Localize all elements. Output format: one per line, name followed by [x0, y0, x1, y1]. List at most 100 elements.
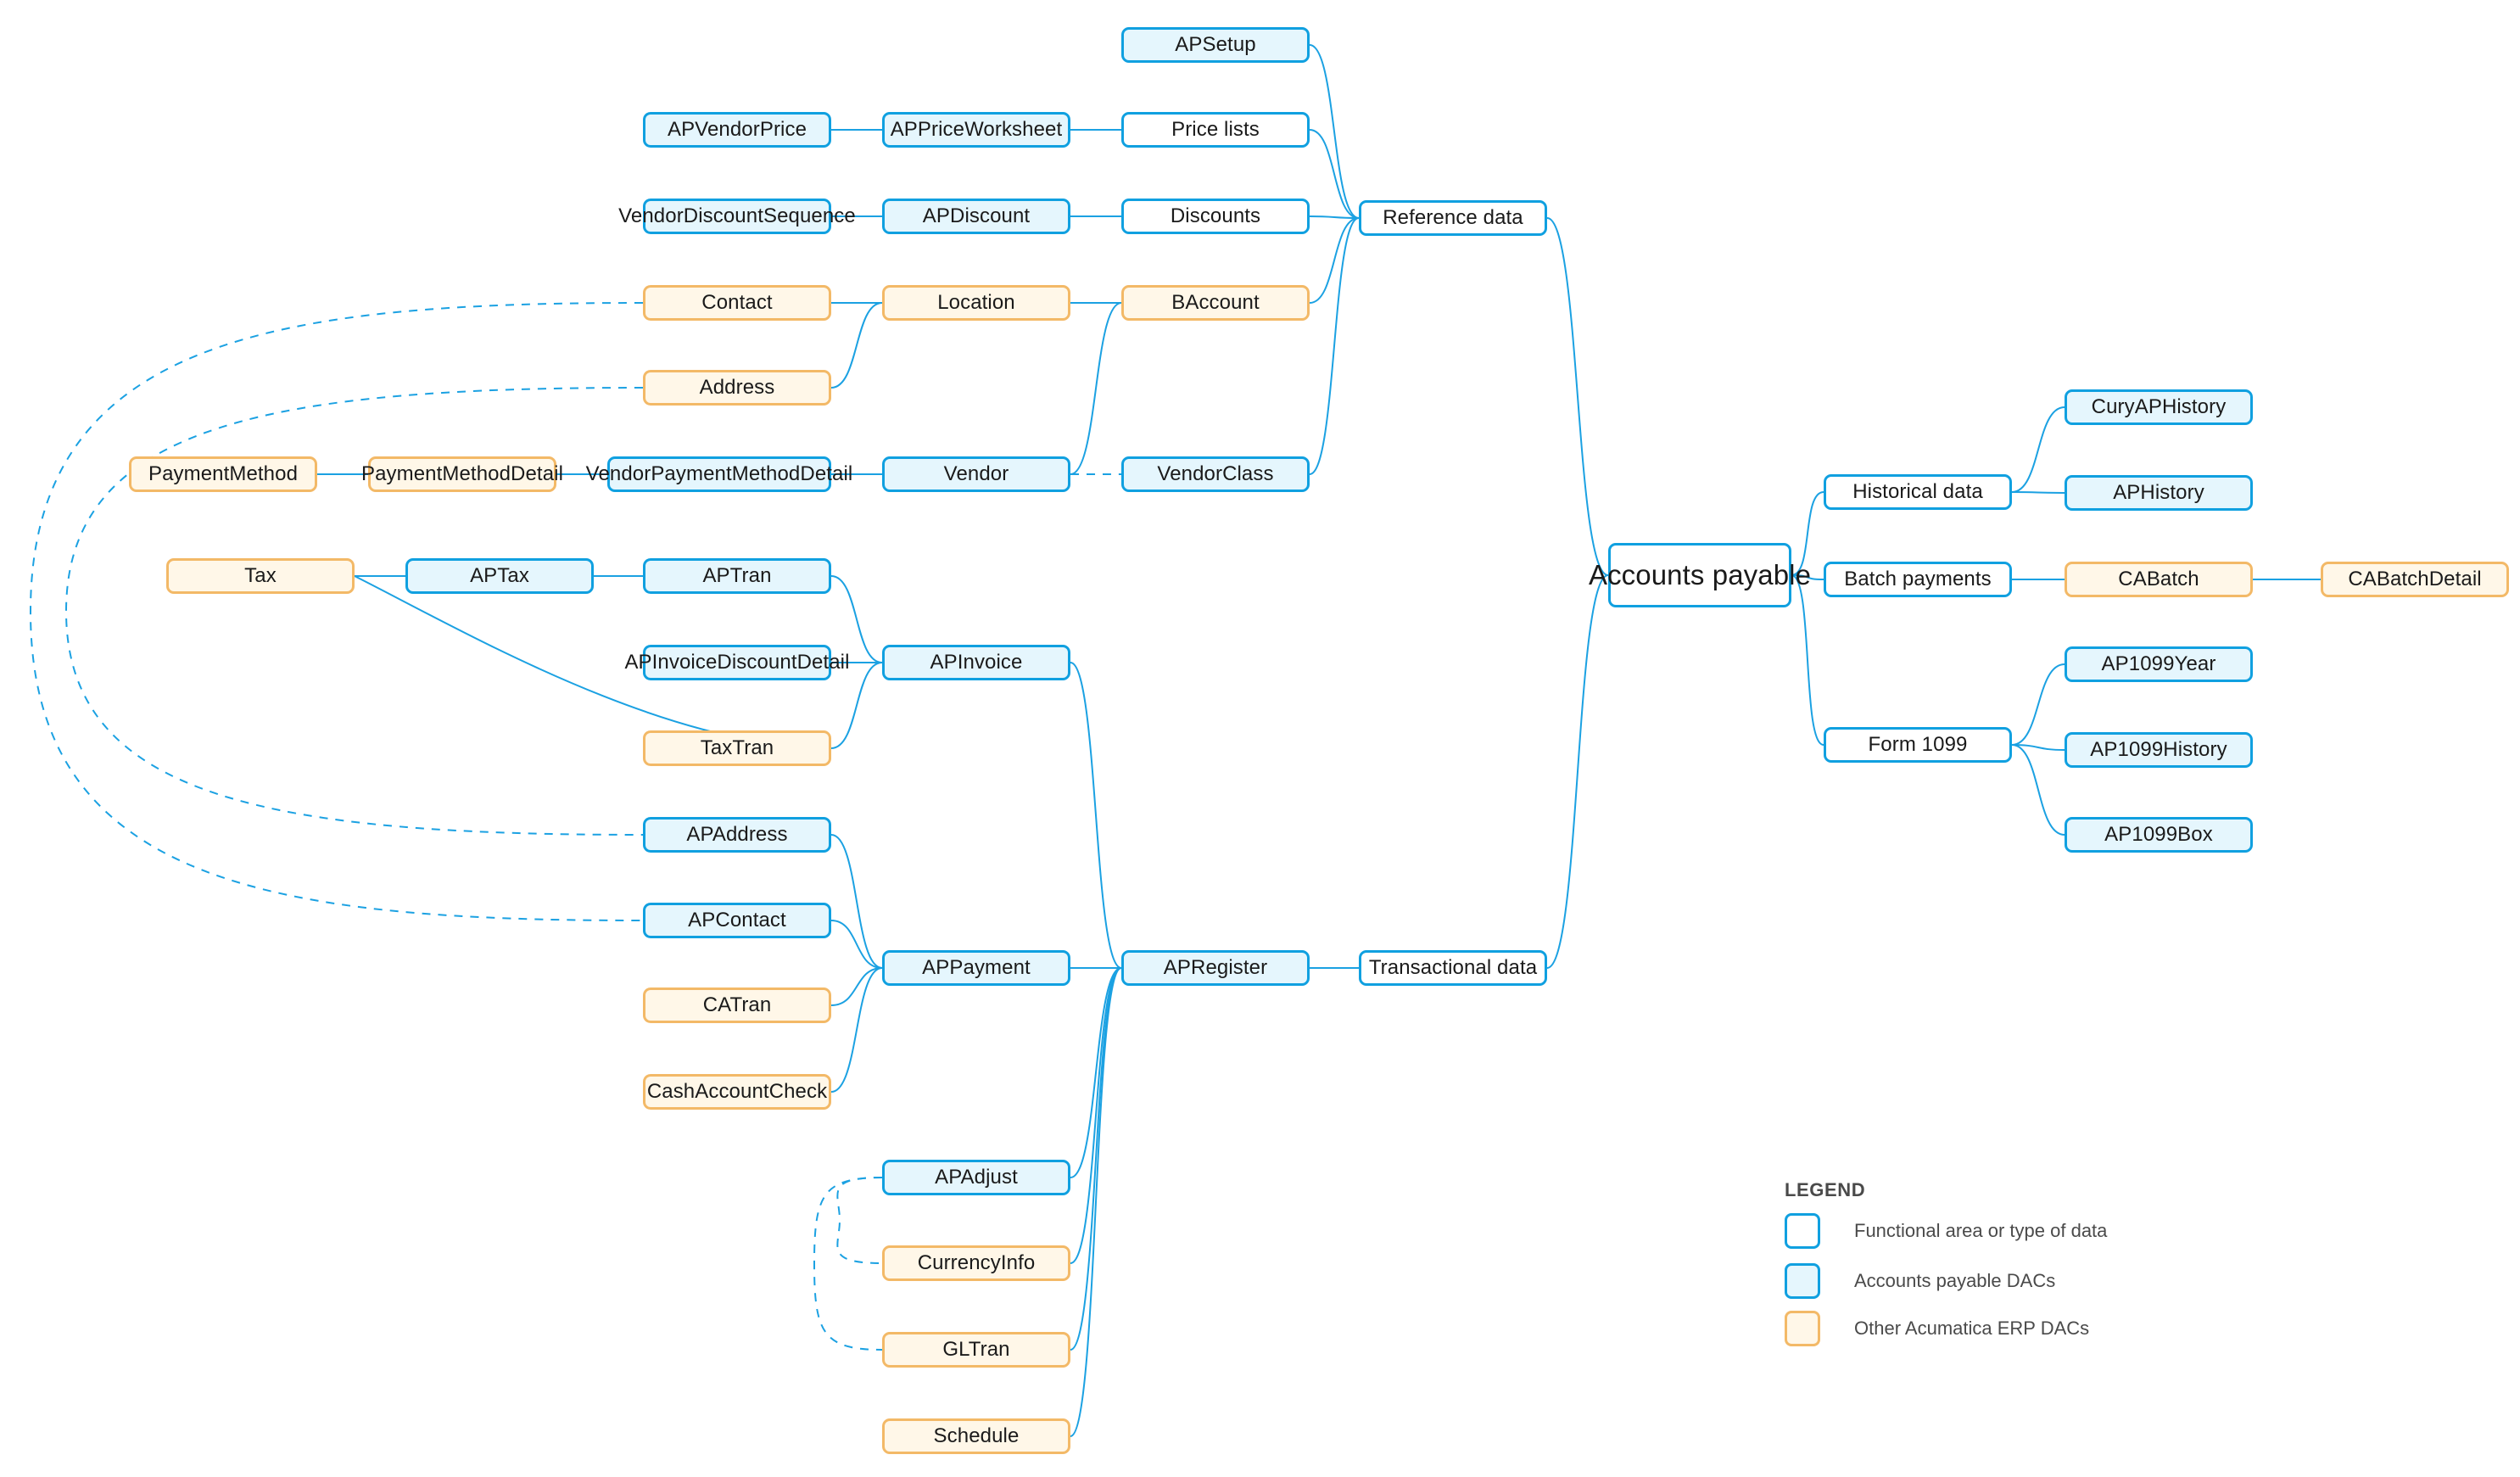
- legend-label-ap-dacs: Accounts payable DACs: [1854, 1270, 2056, 1291]
- node-label: CATran: [702, 993, 772, 1016]
- node-appriceworksheet[interactable]: APPriceWorksheet: [882, 112, 1070, 148]
- node-label: Form 1099: [1868, 732, 1968, 756]
- node-transactionaldata[interactable]: Transactional data: [1359, 950, 1547, 986]
- node-label: APTran: [702, 563, 772, 587]
- node-apregister[interactable]: APRegister: [1121, 950, 1310, 986]
- edge-apadjust-to-apregister: [1070, 967, 1122, 1178]
- node-apdiscount[interactable]: APDiscount: [882, 199, 1070, 234]
- node-label: APHistory: [2113, 480, 2204, 504]
- edge-catran-to-appayment: [830, 967, 883, 1006]
- node-referencedata[interactable]: Reference data: [1359, 200, 1547, 236]
- node-paymentmethoddetail[interactable]: PaymentMethodDetail: [361, 456, 563, 492]
- node-ap1099year[interactable]: AP1099Year: [2065, 646, 2253, 682]
- node-contact[interactable]: Contact: [643, 285, 831, 321]
- node-label: APTax: [470, 563, 529, 587]
- node-vendorclass[interactable]: VendorClass: [1121, 456, 1310, 492]
- edge-schedule-to-apregister: [1070, 967, 1122, 1437]
- node-apadjust[interactable]: APAdjust: [882, 1160, 1070, 1195]
- node-taxtran[interactable]: TaxTran: [643, 730, 831, 766]
- node-label: Batch payments: [1844, 567, 1992, 590]
- node-label: AP1099Box: [2104, 822, 2213, 846]
- edge-referencedata-to-accountspayable: [1546, 217, 1609, 576]
- node-label: Transactional data: [1368, 955, 1538, 979]
- node-vendorpaymethdet[interactable]: VendorPaymentMethodDetail: [586, 456, 852, 492]
- edge-gltran-to-apregister: [1070, 967, 1122, 1351]
- node-schedule[interactable]: Schedule: [882, 1418, 1070, 1454]
- edge-cashaccountcheck-to-appayment: [830, 967, 883, 1093]
- node-label: Accounts payable: [1588, 558, 1812, 590]
- node-label: Location: [937, 290, 1015, 314]
- node-label: CurrencyInfo: [917, 1250, 1036, 1274]
- edge-accountspayable-to-form1099: [1791, 574, 1824, 746]
- node-historicaldata[interactable]: Historical data: [1824, 474, 2012, 510]
- node-label: APVendorPrice: [667, 117, 807, 141]
- node-apinvdiscdetail[interactable]: APInvoiceDiscountDetail: [624, 645, 849, 680]
- node-label: CashAccountCheck: [646, 1079, 828, 1103]
- node-label: APContact: [688, 908, 786, 932]
- node-aptran[interactable]: APTran: [643, 558, 831, 594]
- node-ap1099box[interactable]: AP1099Box: [2065, 817, 2253, 853]
- node-batchpayments[interactable]: Batch payments: [1824, 562, 2012, 597]
- edge-form1099-to-ap1099box: [2011, 744, 2065, 836]
- legend-swatch-other-dacs: [1785, 1311, 1820, 1346]
- edge-apaddress-to-appayment: [830, 834, 883, 969]
- legend-title: LEGEND: [1785, 1179, 1866, 1200]
- node-aptax[interactable]: APTax: [405, 558, 594, 594]
- node-label: VendorPaymentMethodDetail: [585, 462, 853, 485]
- node-apsetup[interactable]: APSetup: [1121, 27, 1310, 63]
- node-appayment[interactable]: APPayment: [882, 950, 1070, 986]
- node-apvendorprice[interactable]: APVendorPrice: [643, 112, 831, 148]
- node-vendordiscountseq[interactable]: VendorDiscountSequence: [618, 199, 856, 234]
- node-cabatchdetail[interactable]: CABatchDetail: [2321, 562, 2509, 597]
- node-label: APInvoice: [930, 650, 1023, 674]
- legend-swatch-ap-dacs: [1785, 1263, 1820, 1299]
- edge-contact-to-apcontact: [29, 302, 644, 921]
- node-aphistory[interactable]: APHistory: [2065, 475, 2253, 511]
- edge-form1099-to-ap1099year: [2011, 663, 2065, 746]
- node-tax[interactable]: Tax: [166, 558, 355, 594]
- edge-form1099-to-ap1099history: [2011, 744, 2065, 751]
- node-gltran[interactable]: GLTran: [882, 1332, 1070, 1368]
- node-label: PaymentMethodDetail: [360, 462, 564, 485]
- node-curyaphistory[interactable]: CuryAPHistory: [2065, 389, 2253, 425]
- node-label: AP1099Year: [2101, 652, 2216, 675]
- edge-apsetup-to-referencedata: [1309, 44, 1360, 219]
- edge-apadjust-to-currencyinfo: [836, 1177, 883, 1264]
- node-address[interactable]: Address: [643, 370, 831, 406]
- node-apcontact[interactable]: APContact: [643, 903, 831, 938]
- node-vendor[interactable]: Vendor: [882, 456, 1070, 492]
- edge-historicaldata-to-aphistory: [2011, 491, 2065, 494]
- edge-baccount-to-referencedata: [1309, 217, 1360, 304]
- node-label: Contact: [701, 290, 773, 314]
- node-discounts[interactable]: Discounts: [1121, 199, 1310, 234]
- edge-transactionaldata-to-accountspayable: [1546, 574, 1609, 969]
- node-form1099[interactable]: Form 1099: [1824, 727, 2012, 763]
- node-apaddress[interactable]: APAddress: [643, 817, 831, 853]
- node-label: Tax: [244, 563, 277, 587]
- node-label: Price lists: [1171, 117, 1260, 141]
- edge-taxtran-to-apinvoice: [830, 662, 883, 749]
- legend-row-ap-dacs: Accounts payable DACs: [1785, 1263, 2055, 1299]
- node-baccount[interactable]: BAccount: [1121, 285, 1310, 321]
- node-label: Address: [699, 375, 775, 399]
- node-label: APRegister: [1163, 955, 1268, 979]
- node-accountspayable[interactable]: Accounts payable: [1589, 543, 1811, 607]
- node-catran[interactable]: CATran: [643, 987, 831, 1023]
- node-pricelists[interactable]: Price lists: [1121, 112, 1310, 148]
- legend-swatch-functional-area: [1785, 1213, 1820, 1249]
- node-cashaccountcheck[interactable]: CashAccountCheck: [643, 1074, 831, 1110]
- node-label: CABatch: [2118, 567, 2199, 590]
- node-label: TaxTran: [700, 736, 774, 759]
- node-paymentmethod[interactable]: PaymentMethod: [129, 456, 317, 492]
- node-location[interactable]: Location: [882, 285, 1070, 321]
- node-apinvoice[interactable]: APInvoice: [882, 645, 1070, 680]
- node-currencyinfo[interactable]: CurrencyInfo: [882, 1245, 1070, 1281]
- node-ap1099history[interactable]: AP1099History: [2065, 732, 2253, 768]
- edge-apinvoice-to-apregister: [1070, 662, 1122, 969]
- node-label: Historical data: [1852, 479, 1983, 503]
- edge-address-to-apaddress: [64, 387, 644, 836]
- node-label: AP1099History: [2090, 737, 2227, 761]
- edge-currencyinfo-to-apregister: [1070, 967, 1122, 1264]
- node-label: PaymentMethod: [148, 462, 299, 485]
- node-cabatch[interactable]: CABatch: [2065, 562, 2253, 597]
